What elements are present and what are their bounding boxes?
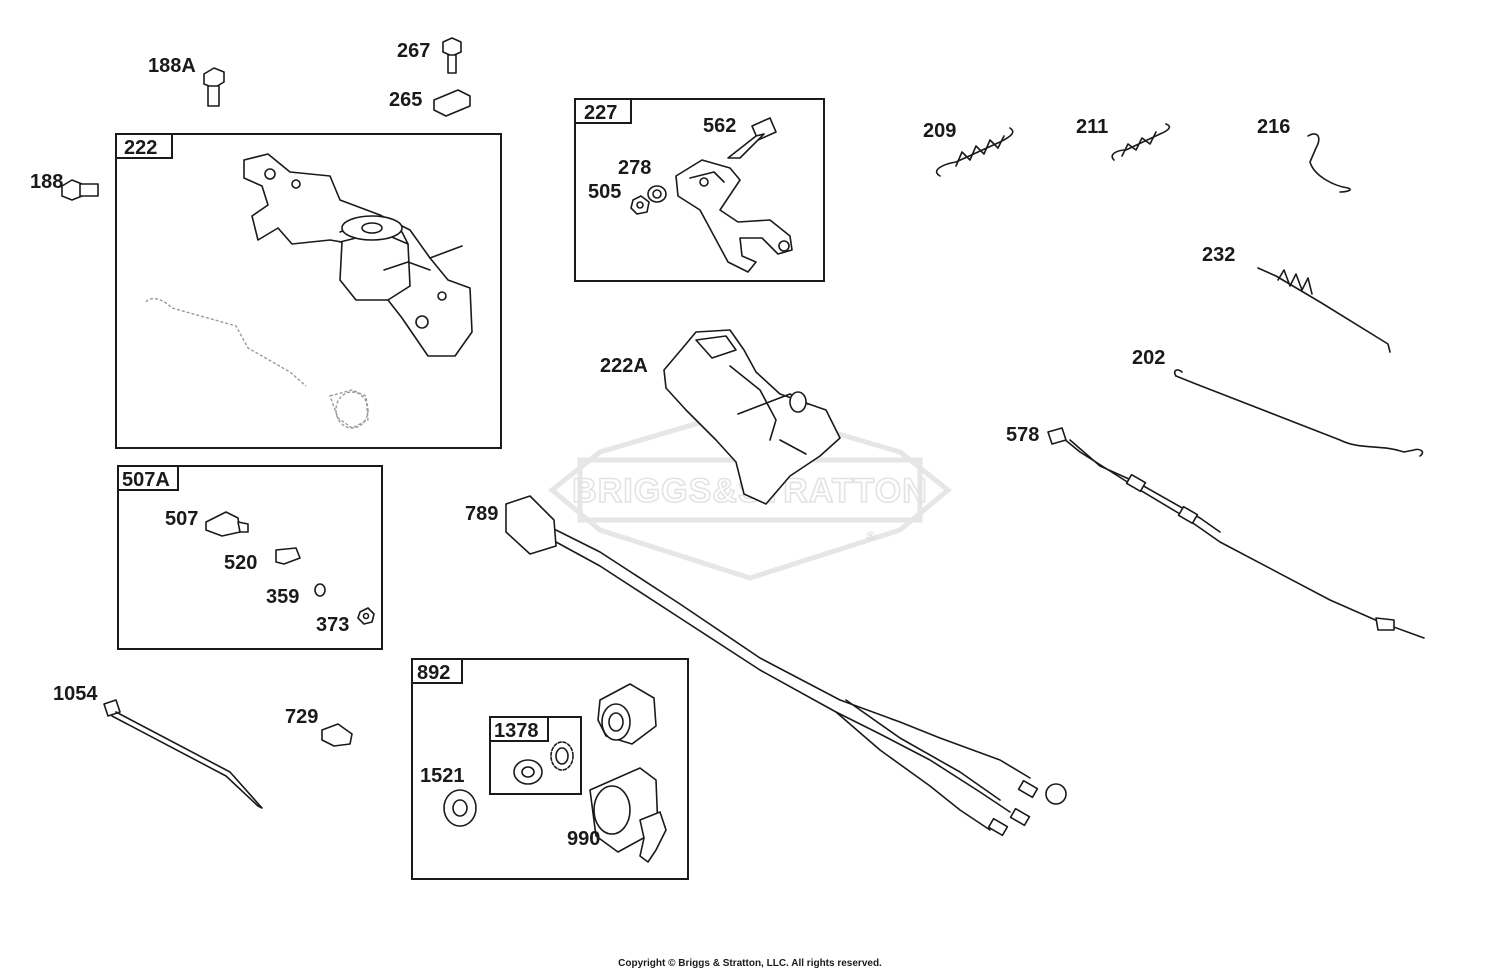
bolt-188A-part[interactable] — [203, 67, 225, 107]
label-1054: 1054 — [53, 683, 98, 705]
label-562: 562 — [703, 115, 736, 137]
governor-link-ghost — [145, 297, 369, 429]
wiring-harness-789-part[interactable] — [505, 495, 1067, 837]
spring-211-part[interactable] — [1111, 123, 1171, 161]
box-892: 892 1378 — [411, 658, 689, 880]
nut-505-part[interactable] — [630, 195, 650, 215]
label-188: 188 — [30, 171, 63, 193]
label-729: 729 — [285, 706, 318, 728]
nut-1378-part[interactable] — [513, 759, 543, 785]
cable-578-part[interactable] — [1047, 427, 1425, 639]
box-label-1378: 1378 — [494, 720, 539, 742]
rod-202-part[interactable] — [1173, 369, 1424, 457]
box-label-227: 227 — [584, 102, 617, 124]
screw-267-part[interactable] — [442, 37, 462, 74]
label-520: 520 — [224, 552, 257, 574]
label-216: 216 — [1257, 116, 1290, 138]
label-373: 373 — [316, 614, 349, 636]
washer-278-part[interactable] — [647, 185, 667, 203]
label-209: 209 — [923, 120, 956, 142]
clip-520-part[interactable] — [275, 547, 301, 565]
label-1521: 1521 — [420, 765, 465, 787]
control-lever-part[interactable] — [675, 159, 793, 273]
pin-562-part[interactable] — [727, 117, 777, 159]
copyright-notice: Copyright © Briggs & Stratton, LLC. All … — [618, 958, 882, 969]
box-222: 222 — [115, 133, 502, 449]
box-507A: 507A — [117, 465, 383, 650]
ignition-switch-part[interactable] — [597, 683, 657, 745]
label-578: 578 — [1006, 424, 1039, 446]
label-188A: 188A — [148, 55, 196, 77]
spring-232-part[interactable] — [1257, 267, 1391, 353]
washer-359-part[interactable] — [314, 583, 326, 597]
part-labels: 188A 267 265 188 562 278 505 209 211 216… — [30, 40, 1290, 850]
spring-216-part[interactable] — [1307, 133, 1351, 193]
switch-507-part[interactable] — [205, 511, 249, 537]
clip-265-part[interactable] — [433, 89, 471, 117]
bushing-1521-part[interactable] — [443, 789, 477, 827]
label-202: 202 — [1132, 347, 1165, 369]
throttle-control-222A-part[interactable] — [663, 329, 841, 505]
box-label-222: 222 — [124, 137, 157, 159]
box-227: 227 — [574, 98, 825, 282]
spring-209-part[interactable] — [935, 127, 1014, 177]
label-359: 359 — [266, 586, 299, 608]
label-990: 990 — [567, 828, 600, 850]
box-label-892: 892 — [417, 662, 450, 684]
label-232: 232 — [1202, 244, 1235, 266]
lockwasher-1378-part[interactable] — [550, 741, 574, 771]
watermark-registered-mark: ® — [866, 529, 875, 543]
label-211: 211 — [1076, 116, 1108, 138]
label-267: 267 — [397, 40, 430, 62]
box-1378: 1378 — [489, 716, 582, 795]
label-222A: 222A — [600, 355, 648, 377]
bolt-188-part[interactable] — [61, 179, 99, 201]
governor-bracket-part[interactable] — [243, 153, 473, 357]
box-label-507A: 507A — [122, 469, 170, 491]
label-278: 278 — [618, 157, 651, 179]
cable-tie-1054-part[interactable] — [103, 699, 263, 809]
label-265: 265 — [389, 89, 422, 111]
label-789: 789 — [465, 503, 498, 525]
ignition-housing-990-part[interactable] — [589, 767, 667, 863]
label-505: 505 — [588, 181, 621, 203]
label-507: 507 — [165, 508, 198, 530]
clip-729-part[interactable] — [321, 723, 353, 747]
nut-373-part[interactable] — [357, 607, 375, 625]
